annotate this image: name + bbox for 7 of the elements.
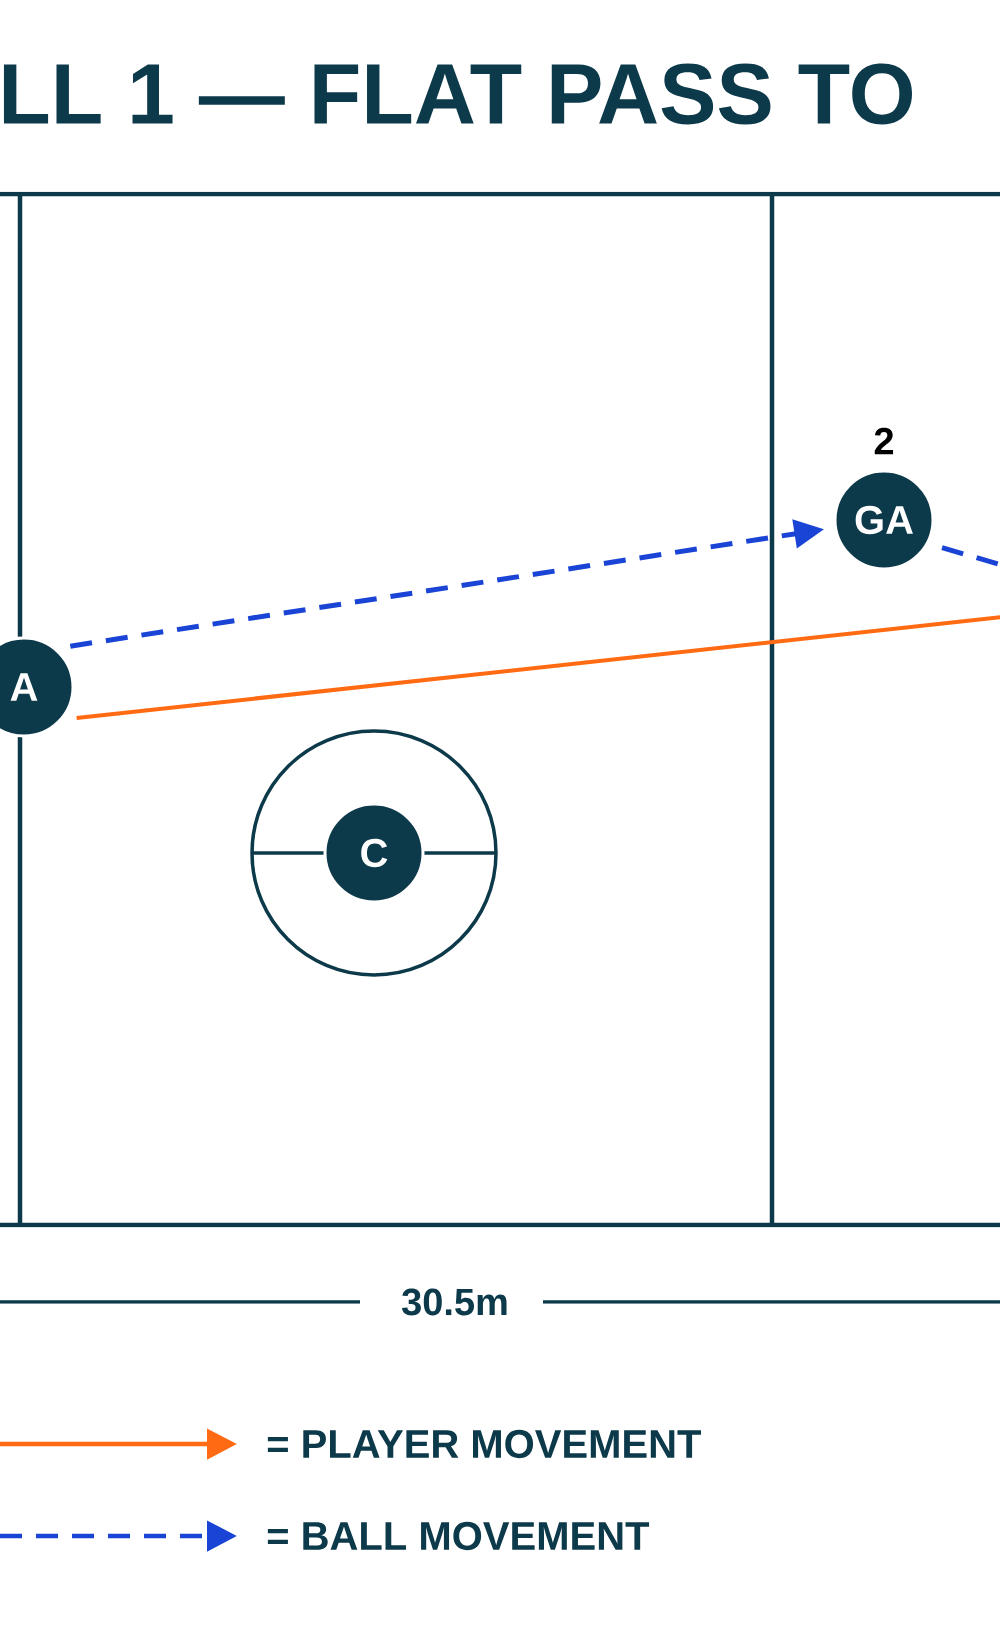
movement-line	[941, 545, 1000, 568]
legend-text: = BALL MOVEMENT	[267, 1521, 650, 1551]
dimension-label: 30.5m	[402, 1288, 507, 1316]
legend-text: = PLAYER MOVEMENT	[267, 1429, 701, 1459]
title: LL 1 — FLAT PASS TO	[3, 63, 912, 125]
movement-line	[76, 615, 1000, 720]
position-number: 2	[874, 427, 894, 455]
